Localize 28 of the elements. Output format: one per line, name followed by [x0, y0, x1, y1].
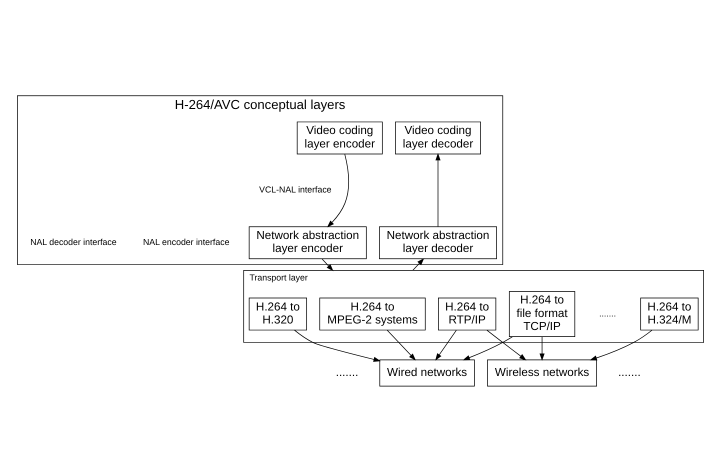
- node-box: H.264 to file format TCP/IP: [508, 290, 576, 336]
- node-box: Network abstraction layer decoder: [379, 226, 497, 259]
- node-box: H.264 to H.324/M: [640, 297, 699, 330]
- arrow: [462, 336, 513, 360]
- node-box: Wireless networks: [487, 359, 597, 386]
- arrow: [386, 329, 416, 360]
- node-box: Video coding layer encoder: [296, 121, 383, 154]
- arrow: [435, 329, 457, 360]
- node-box: H.264 to H.320: [248, 297, 308, 330]
- node-box: Network abstraction layer encoder: [248, 226, 367, 259]
- label: .......: [618, 365, 641, 378]
- arrow: [435, 152, 441, 226]
- label: NAL encoder interface: [142, 236, 230, 246]
- label: .......: [336, 365, 358, 378]
- arrow: [540, 336, 545, 360]
- node-box: Video coding layer decoder: [395, 121, 481, 154]
- arrow: [294, 329, 381, 362]
- node-box: Wired networks: [379, 359, 475, 386]
- node-box: H.264 to MPEG-2 systems: [319, 297, 426, 330]
- label: VCL-NAL interface: [259, 184, 332, 194]
- arrow: [322, 258, 334, 271]
- arrow: [486, 329, 526, 360]
- arrow: [327, 153, 349, 227]
- node-box: H.264 to RTP/IP: [438, 297, 496, 330]
- arrow: [590, 329, 652, 360]
- arrow: [412, 258, 424, 270]
- label: NAL decoder interface: [30, 236, 117, 246]
- label: .......: [599, 308, 616, 318]
